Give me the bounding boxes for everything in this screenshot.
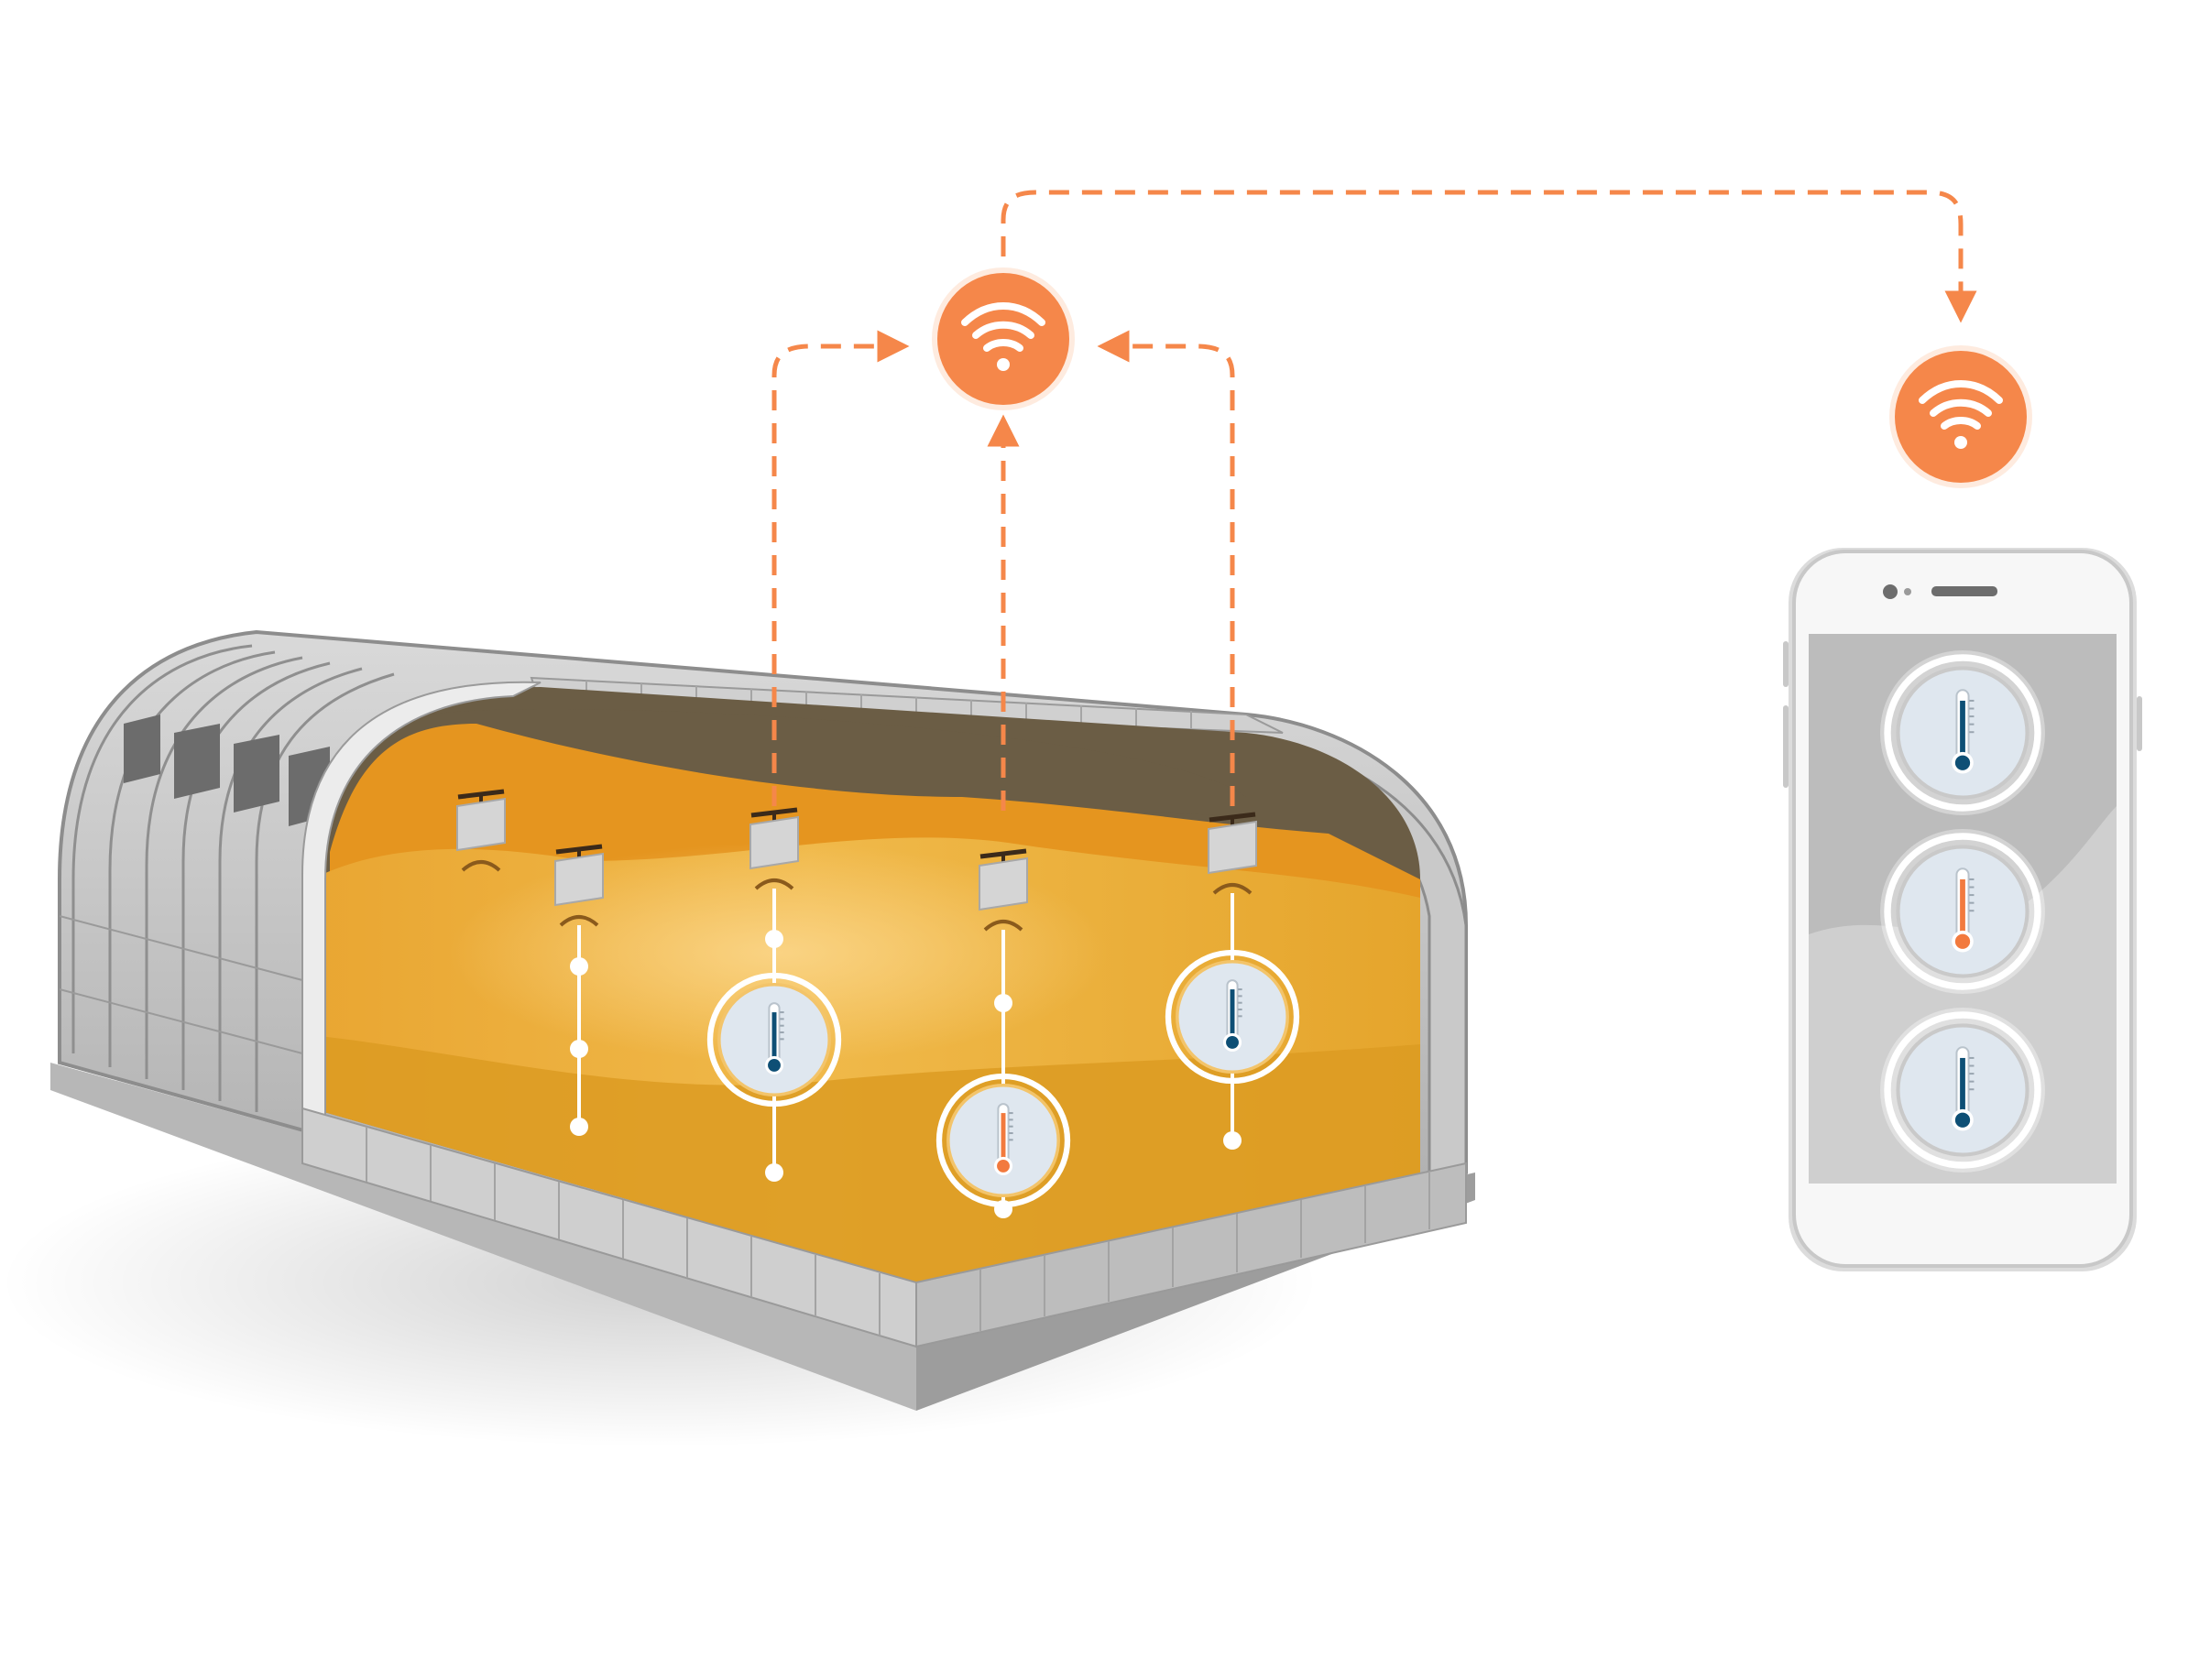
thermometer-badge	[935, 1073, 1071, 1208]
probe-5	[1165, 812, 1300, 1150]
probe-1	[456, 789, 506, 872]
thermometer-badge	[1884, 1011, 2041, 1169]
probe-4	[935, 848, 1071, 1218]
probe-box	[554, 852, 604, 907]
thermometer-icon	[1952, 867, 1975, 953]
signal-wave	[461, 860, 501, 872]
probe-3	[706, 807, 842, 1182]
phone-reading	[1880, 650, 2045, 815]
probe-2	[554, 844, 604, 1136]
thermometer-icon	[1952, 689, 1975, 774]
probe-node	[570, 1118, 588, 1136]
grain-lower-band	[312, 1035, 1420, 1282]
phone-side-button	[2137, 696, 2142, 751]
phone-side-button	[1783, 641, 1789, 687]
probe-box	[1208, 820, 1257, 875]
link-probe3-gateway	[771, 330, 910, 806]
foundation-left	[50, 1063, 916, 1411]
thermometer-badge	[1884, 833, 2041, 990]
wireless-links	[771, 190, 1977, 811]
phone-side-button	[1783, 705, 1789, 788]
roof-panels	[59, 915, 303, 1054]
link-probe5-gateway	[1097, 330, 1235, 806]
probe-box	[979, 856, 1028, 911]
smartphone	[1783, 548, 2142, 1271]
thermometer-icon	[764, 1002, 784, 1075]
probe-node	[994, 994, 1012, 1012]
front-arch-frame	[301, 681, 542, 1119]
probe-box	[749, 815, 799, 870]
thermometer-icon	[1952, 1046, 1975, 1131]
probe-node	[570, 1040, 588, 1058]
skylights	[124, 715, 330, 826]
thermometer-badge	[706, 972, 842, 1107]
probe-node	[1223, 1131, 1242, 1150]
grain-dark-layer	[431, 709, 1246, 815]
phone-wifi-node	[1889, 345, 2032, 488]
signal-wave	[754, 878, 794, 890]
front-wall-right	[915, 1162, 1467, 1348]
signal-wave	[559, 915, 599, 927]
wifi-icon	[961, 302, 1045, 352]
probe-box	[456, 797, 506, 852]
gateway-wifi-node	[932, 267, 1075, 410]
sensor-probes	[456, 789, 1300, 1218]
probe-node	[765, 1163, 783, 1182]
grain-highlight	[449, 843, 1109, 1063]
phone-readings	[1880, 650, 2045, 1173]
front-wall-panels	[366, 1127, 1430, 1336]
phone-camera	[1883, 584, 1898, 599]
thermometer-icon	[1222, 979, 1242, 1053]
signal-wave	[983, 920, 1023, 932]
probe-node	[570, 957, 588, 976]
thermometer-badge	[1884, 654, 2041, 812]
signal-wave	[1212, 883, 1253, 895]
thermometer-icon	[993, 1103, 1013, 1176]
roof-ribs	[71, 644, 395, 1112]
wifi-icon	[1919, 380, 2003, 430]
phone-speaker	[1931, 586, 1997, 596]
phone-sensor	[1904, 588, 1911, 595]
thermometer-badge	[1165, 949, 1300, 1085]
link-gateway-phone	[1001, 190, 1977, 323]
probe-node	[765, 930, 783, 948]
phone-reading	[1880, 1008, 2045, 1173]
phone-reading	[1880, 829, 2045, 994]
